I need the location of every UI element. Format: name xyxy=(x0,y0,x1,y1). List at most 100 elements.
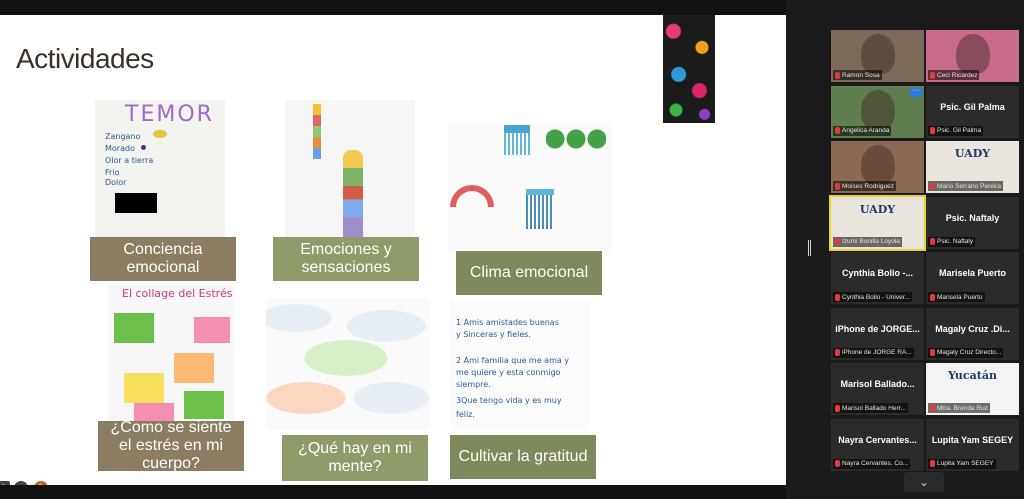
participant-name: Magaly Cruz Directo... xyxy=(937,349,1002,356)
participant-tile[interactable]: Ceci Ricardez xyxy=(926,30,1019,82)
participant-tile[interactable]: Nayra Cervantes...Nayra Cervantes. Co... xyxy=(831,418,924,471)
gallery-resize-handle[interactable] xyxy=(808,240,811,256)
muted-mic-icon xyxy=(930,460,935,467)
annotate-icon[interactable]: C xyxy=(0,481,10,485)
sticky-notes xyxy=(114,313,230,423)
muted-mic-icon xyxy=(930,127,935,134)
muted-mic-icon xyxy=(835,127,840,134)
more-options-icon[interactable]: ••• xyxy=(14,481,28,485)
purple-dot xyxy=(141,145,146,150)
muted-mic-icon xyxy=(930,182,935,190)
muted-mic-icon xyxy=(835,71,840,79)
participant-tile[interactable]: ··· Angelica Aranda xyxy=(831,85,924,138)
decorative-pattern xyxy=(663,15,715,123)
caption-que-hay-mente: ¿Qué hay en mi mente? xyxy=(282,435,428,481)
participant-video xyxy=(861,34,895,74)
participant-video xyxy=(956,34,990,74)
participant-name-bar: Magaly Cruz Directo... xyxy=(928,347,1004,358)
photo-text: Olor a tierra xyxy=(105,156,154,165)
participant-display-name: Magaly Cruz .Di... xyxy=(935,323,1010,334)
participant-logo: UADY xyxy=(954,147,991,160)
cloud-rain-drawing xyxy=(504,125,530,155)
participant-tile[interactable]: Marisol Ballado...Marisol Ballado Herr..… xyxy=(831,363,924,415)
caption-cultivar-gratitud: Cultivar la gratitud xyxy=(450,435,596,479)
participant-tile[interactable]: Magaly Cruz .Di... Magaly Cruz Directo... xyxy=(926,307,1019,360)
participant-display-name: Lupita Yam SEGEY xyxy=(931,434,1014,445)
participant-name-bar: Izumi Bonilla Loyola xyxy=(833,236,902,247)
activity-photo-2 xyxy=(285,100,415,250)
muted-mic-icon xyxy=(835,238,840,245)
participant-tile[interactable]: UADY Mario Serrano Pereira xyxy=(926,141,1019,193)
participant-tile[interactable]: Moises Rodriguez xyxy=(831,141,924,193)
participant-name-bar: Psic. Gil Palma xyxy=(928,125,984,136)
photo-text: siempre. xyxy=(456,380,491,389)
participant-name-bar: Marisela Puerto xyxy=(928,292,985,302)
shared-slide: Actividades TEMOR Zangano Morado Olor a … xyxy=(0,15,786,485)
trees-drawing xyxy=(546,127,606,167)
participant-tile[interactable]: Ramon Sosa xyxy=(831,30,924,82)
participant-tile[interactable]: iPhone de JORGE... iPhone de JORGE RA... xyxy=(831,307,924,360)
rain-drawing xyxy=(526,189,554,229)
participant-name-bar: Ramon Sosa xyxy=(833,70,882,80)
muted-mic-icon xyxy=(930,293,935,301)
participant-name-bar: Ceci Ricardez xyxy=(928,70,980,80)
bee-drawing xyxy=(153,130,167,138)
activity-photo-3 xyxy=(448,123,612,253)
participant-name-bar: Angelica Aranda xyxy=(833,125,892,136)
participant-name: Marisol Ballado Herr... xyxy=(842,404,906,412)
window-top-bar xyxy=(0,0,786,15)
participant-display-name: Psic. Gil Palma xyxy=(940,101,1005,112)
activity-photo-6: 1 Amis amistades buenas y Sinceras y fie… xyxy=(450,300,590,430)
participant-name: Mario Serrano Pereira xyxy=(937,182,1001,190)
participant-name: Marisela Puerto xyxy=(937,293,983,301)
participant-display-name: Cynthia Bolio -... xyxy=(842,268,913,278)
participant-name-bar: Cynthia Bolio - Univer... xyxy=(833,292,912,302)
photo-text-temor: TEMOR xyxy=(125,102,214,127)
muted-mic-icon xyxy=(930,349,935,356)
figure-drawing xyxy=(343,150,363,240)
photo-text: 3Que tengo vida y es muy xyxy=(456,396,562,405)
photo-text: Frio xyxy=(105,168,120,177)
caption-conciencia-emocional: Conciencia emocional xyxy=(90,237,236,281)
rainbow-drawing xyxy=(450,185,494,207)
tile-more-button[interactable]: ··· xyxy=(910,87,922,97)
caption-emociones-sensaciones: Emociones y sensaciones xyxy=(273,237,419,281)
participant-name: Ceci Ricardez xyxy=(937,71,978,79)
muted-mic-icon xyxy=(835,293,840,301)
participant-name-bar: Mtra. Brenda Ruz xyxy=(928,403,990,413)
participant-tile[interactable]: Cynthia Bolio -... Cynthia Bolio - Univer… xyxy=(831,252,924,304)
muted-mic-icon xyxy=(835,460,840,467)
participant-name-bar: Moises Rodriguez xyxy=(833,181,897,191)
participant-name: iPhone de JORGE RA... xyxy=(842,349,912,356)
participant-name: Moises Rodriguez xyxy=(842,182,895,190)
participant-name: Mtra. Brenda Ruz xyxy=(937,404,988,412)
muted-mic-icon xyxy=(930,238,935,245)
participant-tile[interactable]: Lupita Yam SEGEY Lupita Yam SEGEY xyxy=(926,418,1019,471)
activity-photo-5 xyxy=(266,298,430,430)
reaction-icon[interactable]: ✋ xyxy=(34,481,48,485)
photo-text: me quiere y esta conmigo xyxy=(456,368,561,377)
participant-display-name: iPhone de JORGE... xyxy=(835,323,920,334)
participant-video xyxy=(861,145,895,185)
chevron-down-icon[interactable]: ⌄ xyxy=(904,472,944,492)
participant-name: Lupita Yam SEGEY xyxy=(937,460,994,467)
muted-mic-icon xyxy=(930,404,935,412)
participant-display-name: Nayra Cervantes... xyxy=(838,434,917,445)
muted-mic-icon xyxy=(930,71,935,79)
participant-name: Izumi Bonilla Loyola xyxy=(842,238,900,245)
photo-text: feliz. xyxy=(456,410,475,419)
participant-name-bar: Psic. Naftaly xyxy=(928,236,976,247)
slide-title: Actividades xyxy=(16,43,154,74)
participant-video xyxy=(861,89,895,130)
color-swatches xyxy=(313,104,321,159)
photo-text: Zangano xyxy=(105,132,141,141)
photo-text: 1 Amis amistades buenas xyxy=(456,318,559,327)
muted-mic-icon xyxy=(835,404,840,412)
participant-display-name: Marisela Puerto xyxy=(938,268,1007,278)
